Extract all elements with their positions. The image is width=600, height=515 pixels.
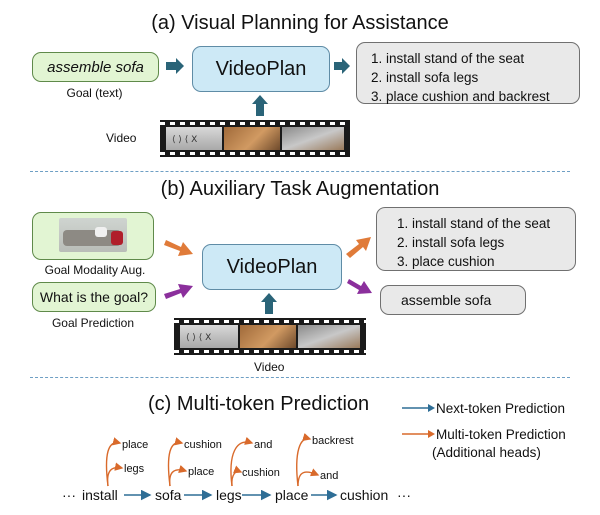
arrow-purple-icon: [164, 284, 193, 299]
videoplan-model-b: VideoPlan: [202, 244, 342, 290]
section-divider: [30, 377, 570, 378]
sofa-image: [59, 218, 127, 252]
next-token-arrow-icon: [428, 404, 435, 412]
head-label: and: [320, 470, 339, 482]
plan-step: 3. place cushion and backrest: [371, 89, 550, 104]
arrow-orange-icon: [164, 240, 193, 256]
legend-next-token: Next-token Prediction: [436, 401, 566, 416]
legend-multi-token-sub: (Additional heads): [432, 445, 541, 460]
plan-output-b: 1. install stand of the seat 2. install …: [376, 207, 576, 271]
plan-list-a: 1. install stand of the seat 2. install …: [371, 49, 579, 106]
plan-step: 2. install sofa legs: [397, 235, 505, 250]
head-label: backrest: [312, 435, 354, 447]
section-a-title: (a) Visual Planning for Assistance: [151, 12, 449, 34]
token-legs: legs: [216, 487, 242, 503]
head-label: and: [254, 439, 273, 451]
arrow-orange-icon: [346, 237, 371, 258]
section-divider: [30, 171, 570, 172]
goal-modality-label: Goal Modality Aug.: [44, 263, 146, 277]
arrow-up-icon: [261, 293, 277, 314]
video-label-b: Video: [254, 360, 285, 374]
head-label: cushion: [184, 439, 222, 451]
sequence-ellipsis-end: ···: [397, 487, 411, 503]
goal-text-box: assemble sofa: [32, 52, 159, 82]
token-sofa: sofa: [155, 487, 182, 503]
video-label-a: Video: [106, 131, 137, 145]
video-frame: [298, 325, 360, 348]
plan-step: 1. install stand of the seat: [371, 51, 525, 66]
goal-prediction-label: Goal Prediction: [51, 316, 135, 330]
video-frame: ⟨ ⟩ ⟨ X: [180, 325, 238, 348]
multi-token-arrow-icon: [428, 430, 435, 438]
token-place: place: [275, 487, 309, 503]
arrow-purple-icon: [347, 279, 372, 294]
token-install: install: [82, 487, 118, 503]
head-label: place: [122, 439, 149, 451]
answer-box: assemble sofa: [380, 285, 526, 315]
plan-step: 2. install sofa legs: [371, 70, 479, 85]
question-box: What is the goal?: [32, 282, 156, 312]
section-c-title: (c) Multi-token Prediction: [148, 393, 370, 415]
goal-image-box: [32, 212, 154, 260]
goal-text-label: Goal (text): [66, 86, 123, 100]
arrow-right-icon: [166, 58, 184, 74]
legend-arrows: [402, 404, 435, 438]
arrow-right-icon: [334, 58, 350, 74]
head-label: legs: [124, 463, 145, 475]
video-filmstrip-b: ⟨ ⟩ ⟨ X: [174, 318, 366, 355]
video-frame: [224, 127, 280, 150]
sequence-ellipsis-start: ···: [62, 487, 76, 503]
videoplan-model-a: VideoPlan: [192, 46, 330, 92]
legend-multi-token: Multi-token Prediction: [436, 427, 566, 442]
video-frame: ⟨ ⟩ ⟨ X: [166, 127, 222, 150]
section-b-title: (b) Auxiliary Task Augmentation: [160, 178, 440, 200]
head-label: cushion: [242, 467, 280, 479]
plan-output-a: 1. install stand of the seat 2. install …: [356, 42, 580, 104]
video-filmstrip-a: ⟨ ⟩ ⟨ X: [160, 120, 350, 157]
arrow-up-icon: [252, 95, 268, 116]
plan-step: 1. install stand of the seat: [397, 216, 551, 231]
head-label: place: [188, 466, 215, 478]
token-cushion: cushion: [340, 487, 389, 503]
plan-list-b: 1. install stand of the seat 2. install …: [397, 214, 575, 271]
plan-step: 3. place cushion: [397, 254, 495, 269]
video-frame: [282, 127, 344, 150]
video-frame: [240, 325, 296, 348]
